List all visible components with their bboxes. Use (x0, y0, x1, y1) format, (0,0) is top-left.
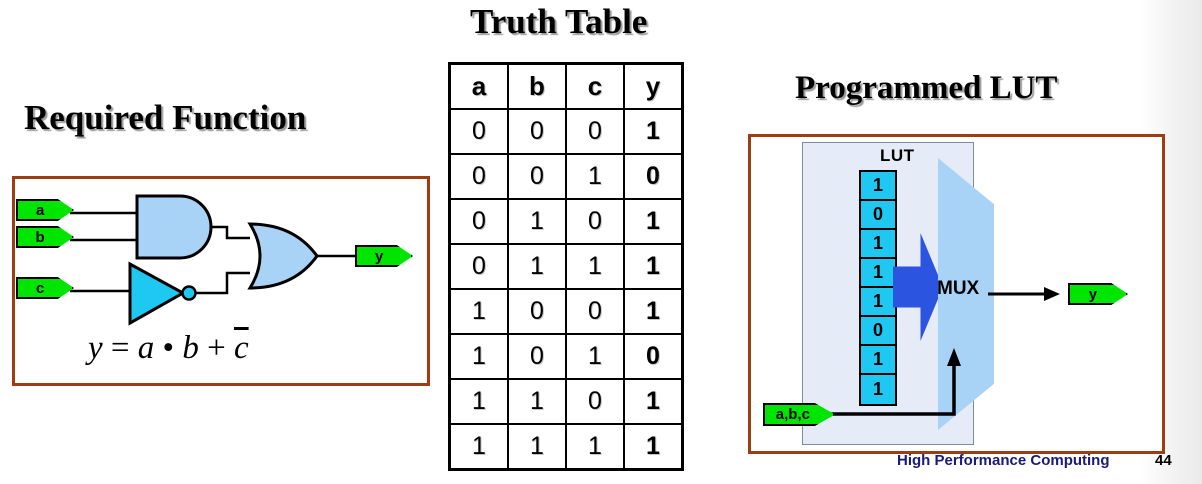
table-cell-b-3: 1 (507, 243, 567, 290)
arrowhead-icon (1044, 287, 1060, 301)
lut-cell-7: 1 (861, 375, 895, 404)
equation-term-a: a (137, 330, 155, 366)
table-cell-a-5: 1 (448, 333, 509, 380)
table-cell-a-3: 0 (448, 243, 509, 290)
table-cell-a-0: 0 (448, 108, 509, 155)
column-header-a: a (448, 62, 509, 110)
table-cell-y-2: 1 (623, 198, 684, 245)
table-cell-y-3: 1 (623, 243, 684, 290)
table-cell-c-2: 0 (565, 198, 625, 245)
table-cell-c-4: 0 (565, 288, 625, 335)
table-cell-b-2: 1 (507, 198, 567, 245)
table-cell-b-5: 0 (507, 333, 567, 380)
table-cell-b-0: 0 (507, 108, 567, 155)
not-gate-bubble (181, 285, 197, 301)
logic-diagram (70, 194, 355, 326)
table-cell-b-6: 1 (507, 378, 567, 425)
table-cell-a-7: 1 (448, 423, 509, 471)
equation-equals: = (110, 330, 130, 366)
equation-term-b: b (182, 330, 199, 366)
table-cell-a-6: 1 (448, 378, 509, 425)
lut-cell-5: 0 (861, 317, 895, 346)
table-cell-y-1: 0 (623, 153, 684, 200)
required-function-panel (12, 176, 430, 386)
or-gate (247, 222, 319, 290)
required-function-title: Required Function (24, 98, 307, 137)
lut-cell-3: 1 (861, 259, 895, 288)
lut-cell-1: 0 (861, 201, 895, 230)
table-cell-c-6: 0 (565, 378, 625, 425)
lut-select-wire (826, 348, 961, 416)
truth-table-title: Truth Table (470, 2, 648, 41)
lut-cell-0: 1 (861, 172, 895, 201)
table-cell-c-5: 1 (565, 333, 625, 380)
lut-select-input[interactable]: a,b,c (763, 403, 835, 426)
input-signal-a-label: a (35, 201, 45, 219)
output-signal-y-label: y (374, 247, 384, 265)
input-signal-c[interactable]: c (16, 277, 74, 299)
select-arrowhead-icon (947, 348, 961, 366)
lut-cell-6: 1 (861, 346, 895, 375)
input-signal-b-label: b (35, 228, 45, 246)
column-header-c: c (565, 62, 625, 110)
table-cell-c-1: 1 (565, 153, 625, 200)
lut-cell-4: 1 (861, 288, 895, 317)
wire-and-out (211, 225, 250, 240)
equation-plus-operator: + (207, 330, 226, 366)
equation-lhs: y (88, 330, 103, 366)
table-cell-c-7: 1 (565, 423, 625, 471)
programmed-lut-title: Programmed LUT (795, 70, 1058, 106)
table-cell-a-4: 1 (448, 288, 509, 335)
footer-label: High Performance Computing (897, 452, 1110, 469)
input-signal-c-label: c (35, 279, 45, 297)
boolean-equation: y = a • b + c (88, 330, 249, 367)
table-cell-a-2: 0 (448, 198, 509, 245)
wire-not-out (196, 271, 250, 295)
not-gate (128, 261, 187, 326)
equation-term-c-bar: c (233, 330, 249, 366)
output-signal-y[interactable]: y (355, 245, 413, 267)
lut-select-input-label: a,b,c (775, 406, 810, 423)
equation-and-operator: • (162, 330, 175, 366)
column-header-b: b (507, 62, 567, 110)
table-cell-c-0: 0 (565, 108, 625, 155)
mux-label: MUX (937, 278, 980, 299)
table-header-row: a b c y (448, 62, 684, 110)
table-cell-y-0: 1 (623, 108, 684, 155)
and-gate (135, 194, 213, 260)
table-cell-b-4: 0 (507, 288, 567, 335)
table-cell-y-6: 1 (623, 378, 684, 425)
lut-label: LUT (880, 146, 915, 165)
table-cell-y-4: 1 (623, 288, 684, 335)
lut-cell-2: 1 (861, 230, 895, 259)
input-signal-a[interactable]: a (16, 199, 74, 221)
table-cell-a-1: 0 (448, 153, 509, 200)
lut-output-signal-y[interactable]: y (1068, 283, 1128, 305)
table-cell-y-7: 1 (623, 423, 684, 471)
slide-number: 44 (1155, 452, 1172, 469)
mux-block (938, 158, 994, 430)
mux-output-wire (988, 287, 1060, 301)
table-cell-c-3: 1 (565, 243, 625, 290)
table-cell-b-7: 1 (507, 423, 567, 471)
table-cell-b-1: 0 (507, 153, 567, 200)
table-cell-y-5: 0 (623, 333, 684, 380)
input-signal-b[interactable]: b (16, 226, 74, 248)
column-header-y: y (623, 62, 684, 110)
lut-output-signal-y-label: y (1088, 285, 1098, 303)
